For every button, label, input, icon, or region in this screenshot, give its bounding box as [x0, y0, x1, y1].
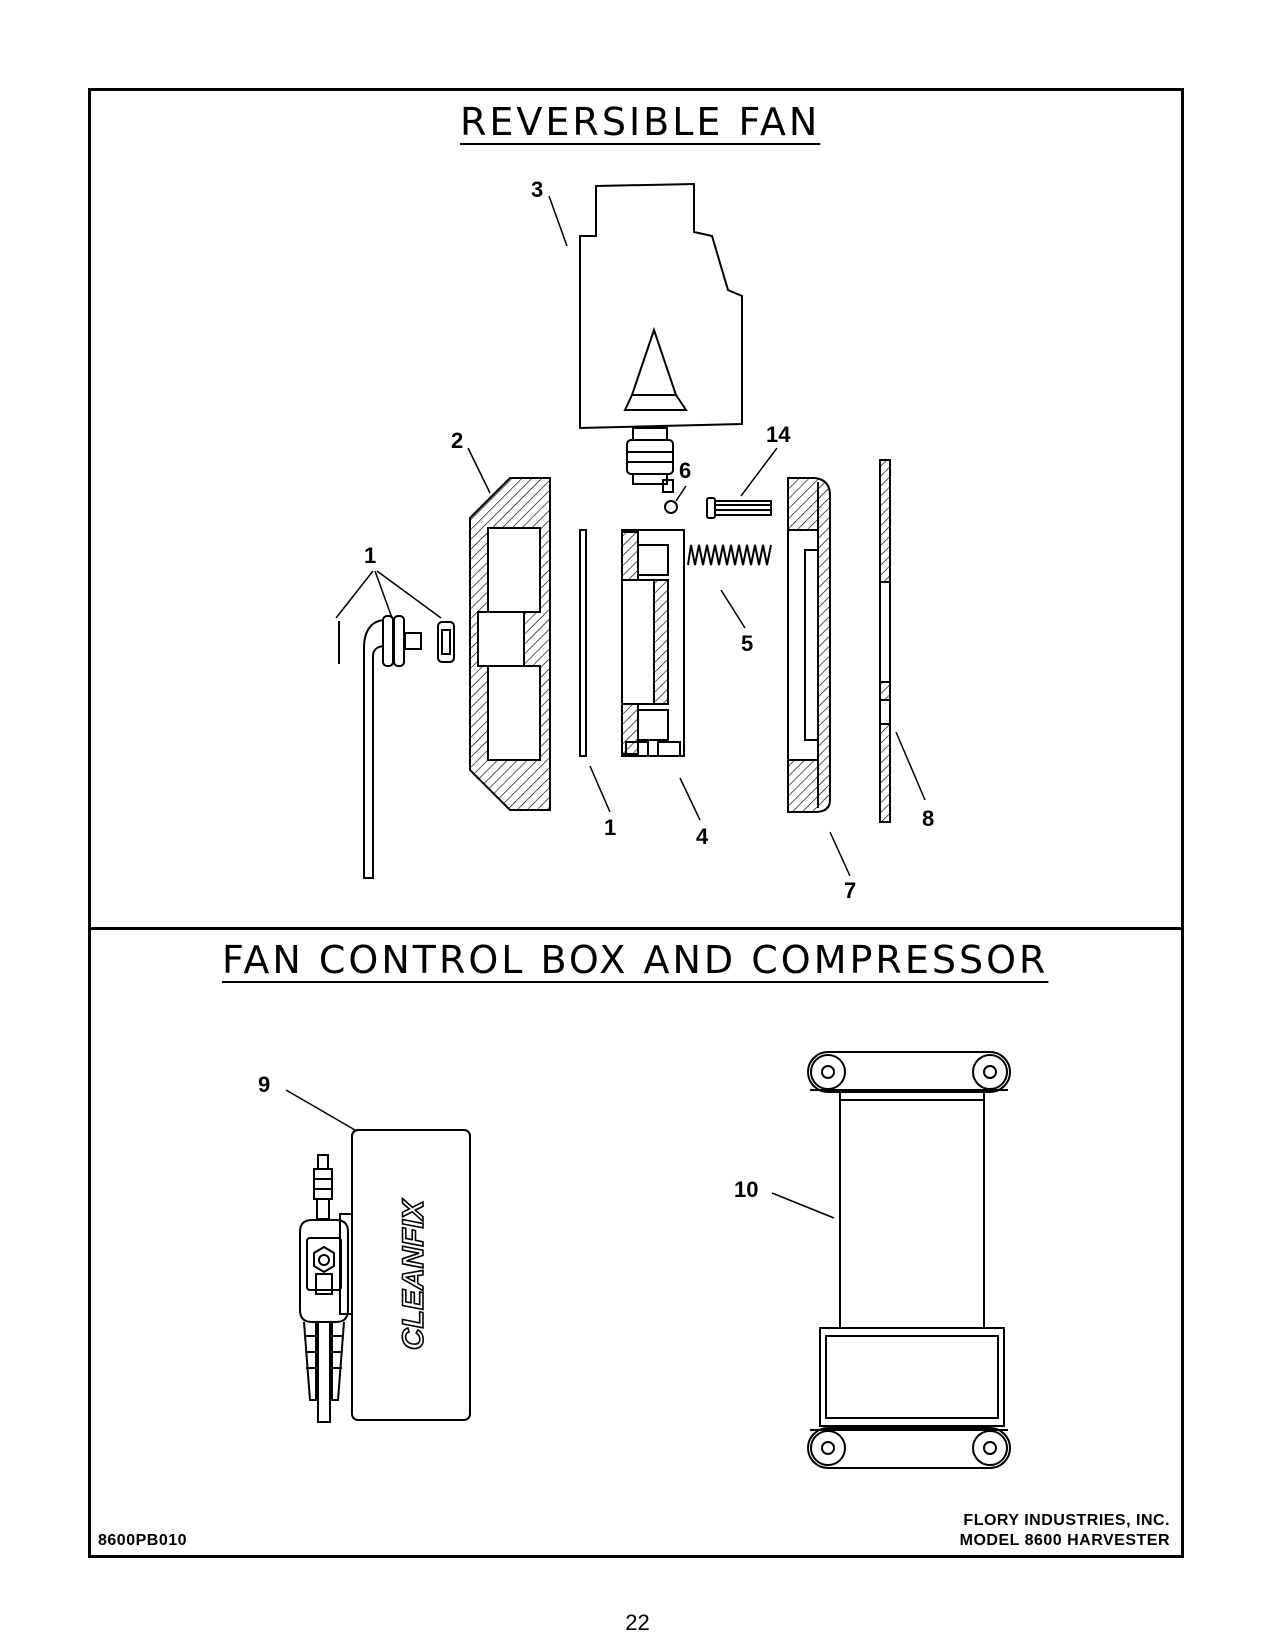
model-name: MODEL 8600 HARVESTER — [959, 1532, 1170, 1549]
section-divider — [88, 927, 1184, 930]
callout-4: 4 — [696, 824, 709, 849]
callout-14: 14 — [766, 422, 791, 447]
spring — [687, 544, 772, 566]
fan-front-housing — [787, 477, 831, 813]
fan-rear-housing — [469, 477, 551, 811]
bearing-ring — [664, 500, 678, 514]
drawing-number: 8600PB010 — [98, 1532, 188, 1549]
section-title-fan-control-box: FAN CONTROL BOX AND COMPRESSOR — [222, 938, 1049, 982]
compressor — [807, 1051, 1011, 1469]
page-number: 22 — [625, 1610, 650, 1635]
callout-1-shaft: 1 — [364, 543, 376, 568]
company-name: FLORY INDUSTRIES, INC. — [963, 1512, 1170, 1529]
cleanfix-logo: CLEANFIX — [397, 1198, 430, 1350]
callout-1-gasket: 1 — [604, 815, 616, 840]
callout-3: 3 — [531, 177, 543, 202]
pin — [706, 497, 772, 519]
fan-shaft-assembly — [338, 615, 455, 879]
callout-6: 6 — [679, 458, 691, 483]
callout-9: 9 — [258, 1072, 270, 1097]
callout-8: 8 — [922, 806, 934, 831]
callout-10: 10 — [734, 1177, 758, 1202]
bearing-housing — [621, 529, 685, 757]
callout-7: 7 — [844, 878, 856, 903]
callout-2: 2 — [451, 428, 463, 453]
fan-motor-housing — [579, 182, 743, 493]
fan-control-box — [299, 1129, 471, 1423]
drawing-frame — [88, 88, 1184, 1558]
gasket — [579, 529, 587, 757]
section-title-reversible-fan: REVERSIBLE FAN — [460, 100, 821, 144]
fan-plate — [879, 459, 891, 823]
callout-5: 5 — [741, 631, 753, 656]
